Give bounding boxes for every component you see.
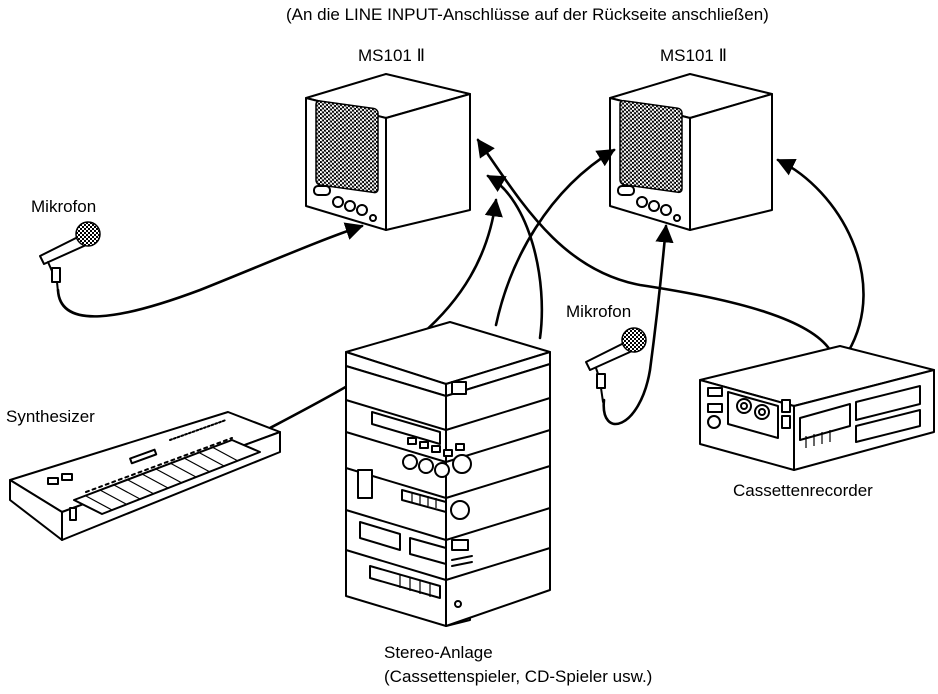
- cable-mic-center: [602, 224, 674, 426]
- stereo-system-examples-label: (Cassettenspieler, CD-Spieler usw.): [384, 667, 653, 686]
- cable-cassette-left: [476, 138, 832, 352]
- speaker-label-right: MS101 Ⅱ: [660, 46, 727, 65]
- speaker-controls: [313, 185, 377, 222]
- cables: [56, 138, 865, 430]
- amplifier-knobs: [402, 454, 472, 478]
- cable-stereo-right: [494, 148, 616, 327]
- cable-stereo-left: [486, 174, 544, 340]
- equalizer-buttons: [407, 437, 465, 457]
- microphone-center-label: Mikrofon: [566, 302, 632, 321]
- cassette-recorder-icon: [699, 345, 935, 471]
- speaker-grille: [619, 99, 683, 194]
- header-note: (An die LINE INPUT-Anschlüsse auf der Rü…: [286, 5, 769, 24]
- cassette-recorder-label: Cassettenrecorder: [733, 481, 873, 500]
- synthesizer-icon: [9, 411, 281, 541]
- stereo-system-icon: [345, 321, 551, 627]
- microphone-center-icon: [585, 327, 647, 403]
- microphone-left-label: Mikrofon: [31, 197, 97, 216]
- synthesizer-label: Synthesizer: [6, 407, 95, 426]
- speaker-controls: [617, 185, 681, 222]
- cable-cassette-right: [776, 158, 865, 354]
- microphone-left-icon: [39, 221, 101, 293]
- speaker-label-left: MS101 Ⅱ: [358, 46, 425, 65]
- speaker-left: [305, 73, 471, 231]
- speaker-grille: [315, 100, 379, 194]
- speaker-right: [609, 73, 773, 231]
- cassette-decks: [359, 521, 473, 567]
- cable-mic-left: [56, 222, 364, 318]
- stereo-system-label: Stereo-Anlage: [384, 643, 493, 662]
